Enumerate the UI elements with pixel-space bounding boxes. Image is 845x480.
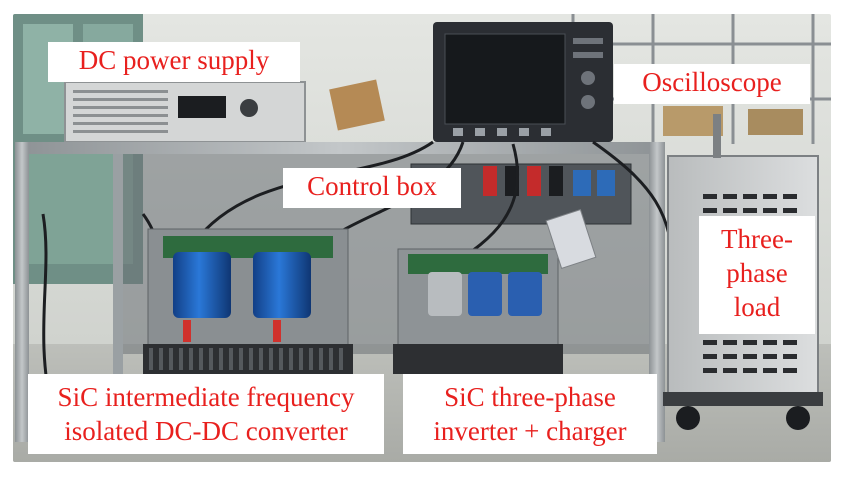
label-dc-power-supply: DC power supply: [48, 42, 300, 82]
oscilloscope-buttons: [573, 38, 603, 109]
load-wheel-left: [676, 406, 700, 430]
label-load-line: phase: [726, 258, 788, 288]
inverter-heatsink: [393, 344, 563, 374]
dc-supply-knob: [240, 99, 258, 117]
label-sic-inverter: SiC three-phase inverter + charger: [403, 374, 657, 454]
dcdc-capacitor-left: [173, 252, 231, 318]
label-dcdc-line: isolated DC-DC converter: [64, 416, 348, 446]
load-base: [663, 392, 823, 406]
load-wheel-right: [786, 406, 810, 430]
label-inverter-line: inverter + charger: [433, 416, 627, 446]
label-sic-dcdc-converter: SiC intermediate frequency isolated DC-D…: [28, 374, 384, 454]
label-dcdc-line: SiC intermediate frequency: [57, 382, 355, 412]
inverter-capacitor-2: [468, 272, 502, 316]
inverter-board: [408, 254, 548, 274]
bench-mid-post: [113, 154, 123, 414]
oscilloscope-probes: [453, 128, 551, 136]
dc-supply-display: [178, 96, 226, 118]
label-load-line: load: [733, 292, 781, 322]
label-three-phase-load: Three- phase load: [699, 216, 815, 334]
label-oscilloscope: Oscilloscope: [614, 64, 810, 104]
load-vents-top: [703, 194, 797, 213]
load-vents-bottom: [703, 340, 797, 373]
label-control-box: Control box: [283, 168, 461, 208]
load-cable-post: [713, 114, 721, 158]
bench-top-rail: [15, 142, 665, 154]
oscilloscope-screen: [444, 33, 566, 125]
bench-right-post: [649, 142, 665, 442]
dc-supply-vents: [73, 90, 168, 133]
probe-module: [545, 209, 597, 269]
label-load-line: Three-: [721, 224, 793, 254]
label-inverter-line: SiC three-phase: [444, 382, 616, 412]
inverter-capacitor-3: [508, 272, 542, 316]
bench-left-post: [15, 142, 29, 442]
inverter-capacitor-1: [428, 272, 462, 316]
dcdc-busbar-2: [273, 320, 281, 342]
dcdc-heatsink: [143, 344, 353, 374]
cardboard-box: [329, 79, 385, 131]
dcdc-heatsink-fins: [149, 348, 343, 370]
box-on-shelf-2: [748, 109, 803, 135]
dcdc-busbar-1: [183, 320, 191, 342]
dcdc-capacitor-right: [253, 252, 311, 318]
